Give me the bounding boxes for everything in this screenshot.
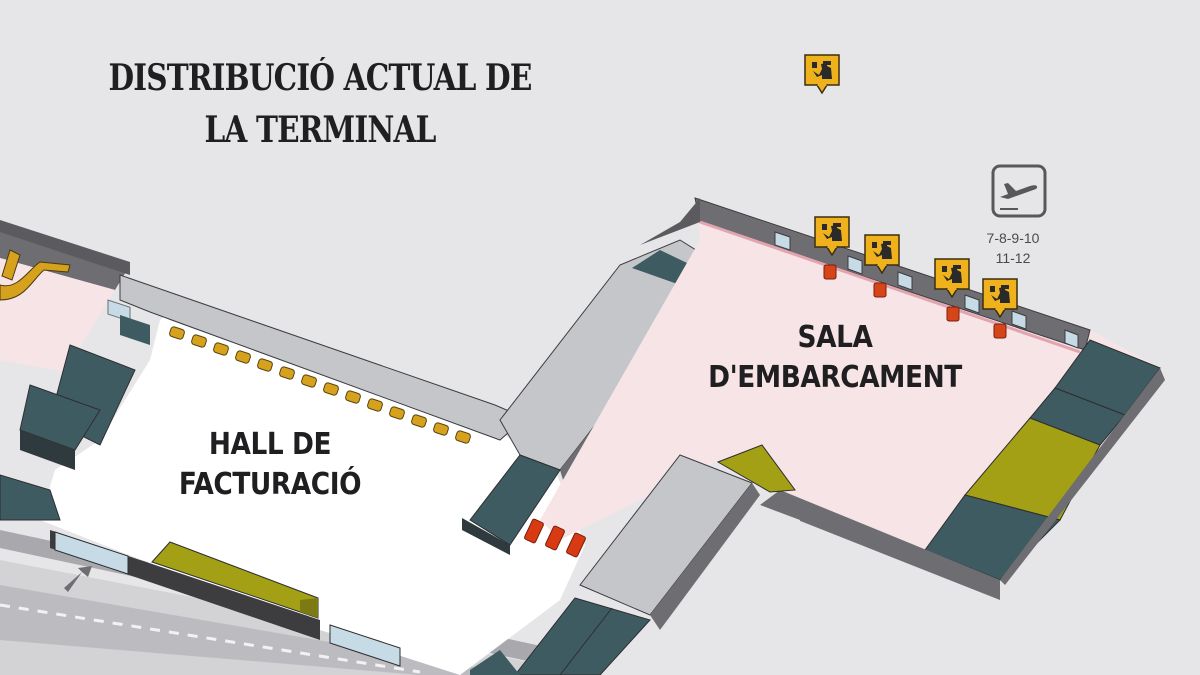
gates-line-2: 11-12 — [995, 250, 1031, 266]
hall-label-line-2: FACTURACIÓ — [178, 467, 362, 502]
title-line-2: LA TERMINAL — [204, 109, 436, 151]
gate-numbers: 7-8-9-10 11-12 — [975, 228, 1051, 268]
checkin-counters — [169, 326, 471, 444]
red-items — [524, 518, 586, 558]
left-blocks — [0, 315, 150, 521]
sala-label-line-2: D'EMBARCAMENT — [708, 360, 962, 395]
passport-control-icon — [804, 54, 840, 94]
sala-label-line-1: SALA — [797, 320, 873, 355]
sala-embarcament — [540, 197, 1165, 600]
entrance-arrow-icon — [64, 566, 92, 592]
hall-label-line-1: HALL DE — [208, 427, 332, 462]
center-block — [470, 454, 800, 675]
hall-front-wall — [50, 530, 401, 667]
gates-line-1: 7-8-9-10 — [986, 230, 1040, 246]
zone-label-hall-facturacio: HALL DE FACTURACIÓ — [156, 425, 385, 505]
left-room — [0, 220, 131, 372]
red-posts — [823, 264, 1007, 339]
page-title: DISTRIBUCIÓ ACTUAL DE LA TERMINAL — [107, 52, 533, 156]
zone-label-sala-embarcament: SALA D'EMBARCAMENT — [677, 318, 994, 398]
hall-floor — [40, 305, 585, 675]
departures-plane-icon — [991, 164, 1047, 218]
title-line-1: DISTRIBUCIÓ ACTUAL DE — [108, 57, 532, 99]
